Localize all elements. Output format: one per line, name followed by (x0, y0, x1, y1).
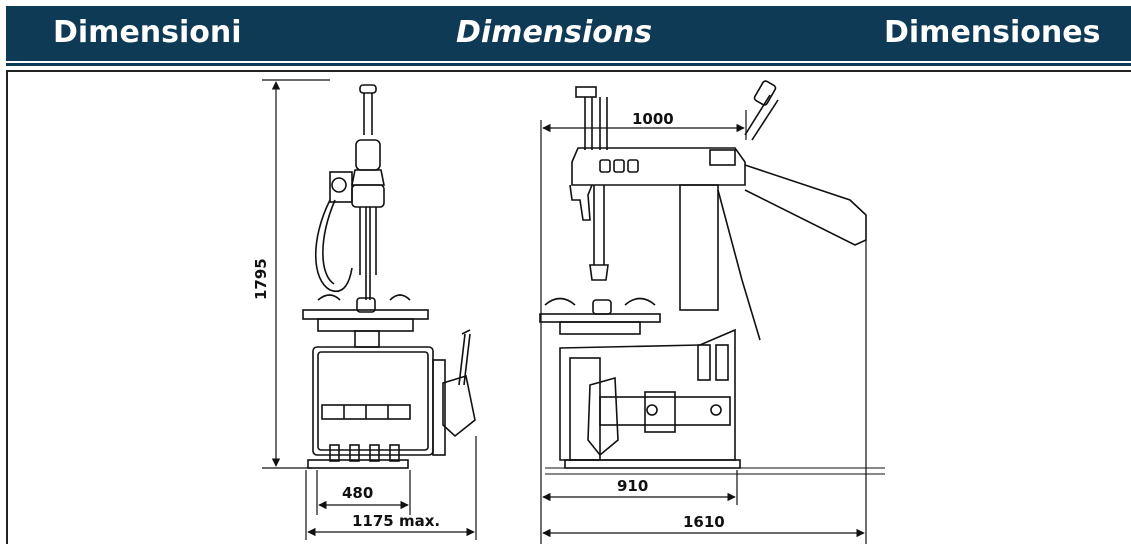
dim-arm-reach: 1000 (632, 110, 674, 128)
header-rule (6, 63, 1131, 66)
dim-total-depth: 1610 (683, 513, 725, 531)
front-dimensions (262, 79, 477, 540)
floor (545, 467, 885, 475)
front-view (302, 84, 476, 469)
side-view (539, 80, 867, 469)
title-italian: Dimensioni (53, 15, 242, 50)
title-spanish: Dimensiones (884, 15, 1101, 50)
title-bar: Dimensioni Dimensions Dimensiones (6, 6, 1131, 61)
drawing-frame (6, 70, 1131, 544)
dim-base-depth: 910 (617, 477, 648, 495)
dim-max-width: 1175 max. (352, 512, 440, 530)
dim-base-width: 480 (342, 484, 373, 502)
title-english: Dimensions (456, 15, 653, 50)
side-dimensions (540, 110, 867, 544)
dim-height: 1795 (252, 258, 270, 300)
